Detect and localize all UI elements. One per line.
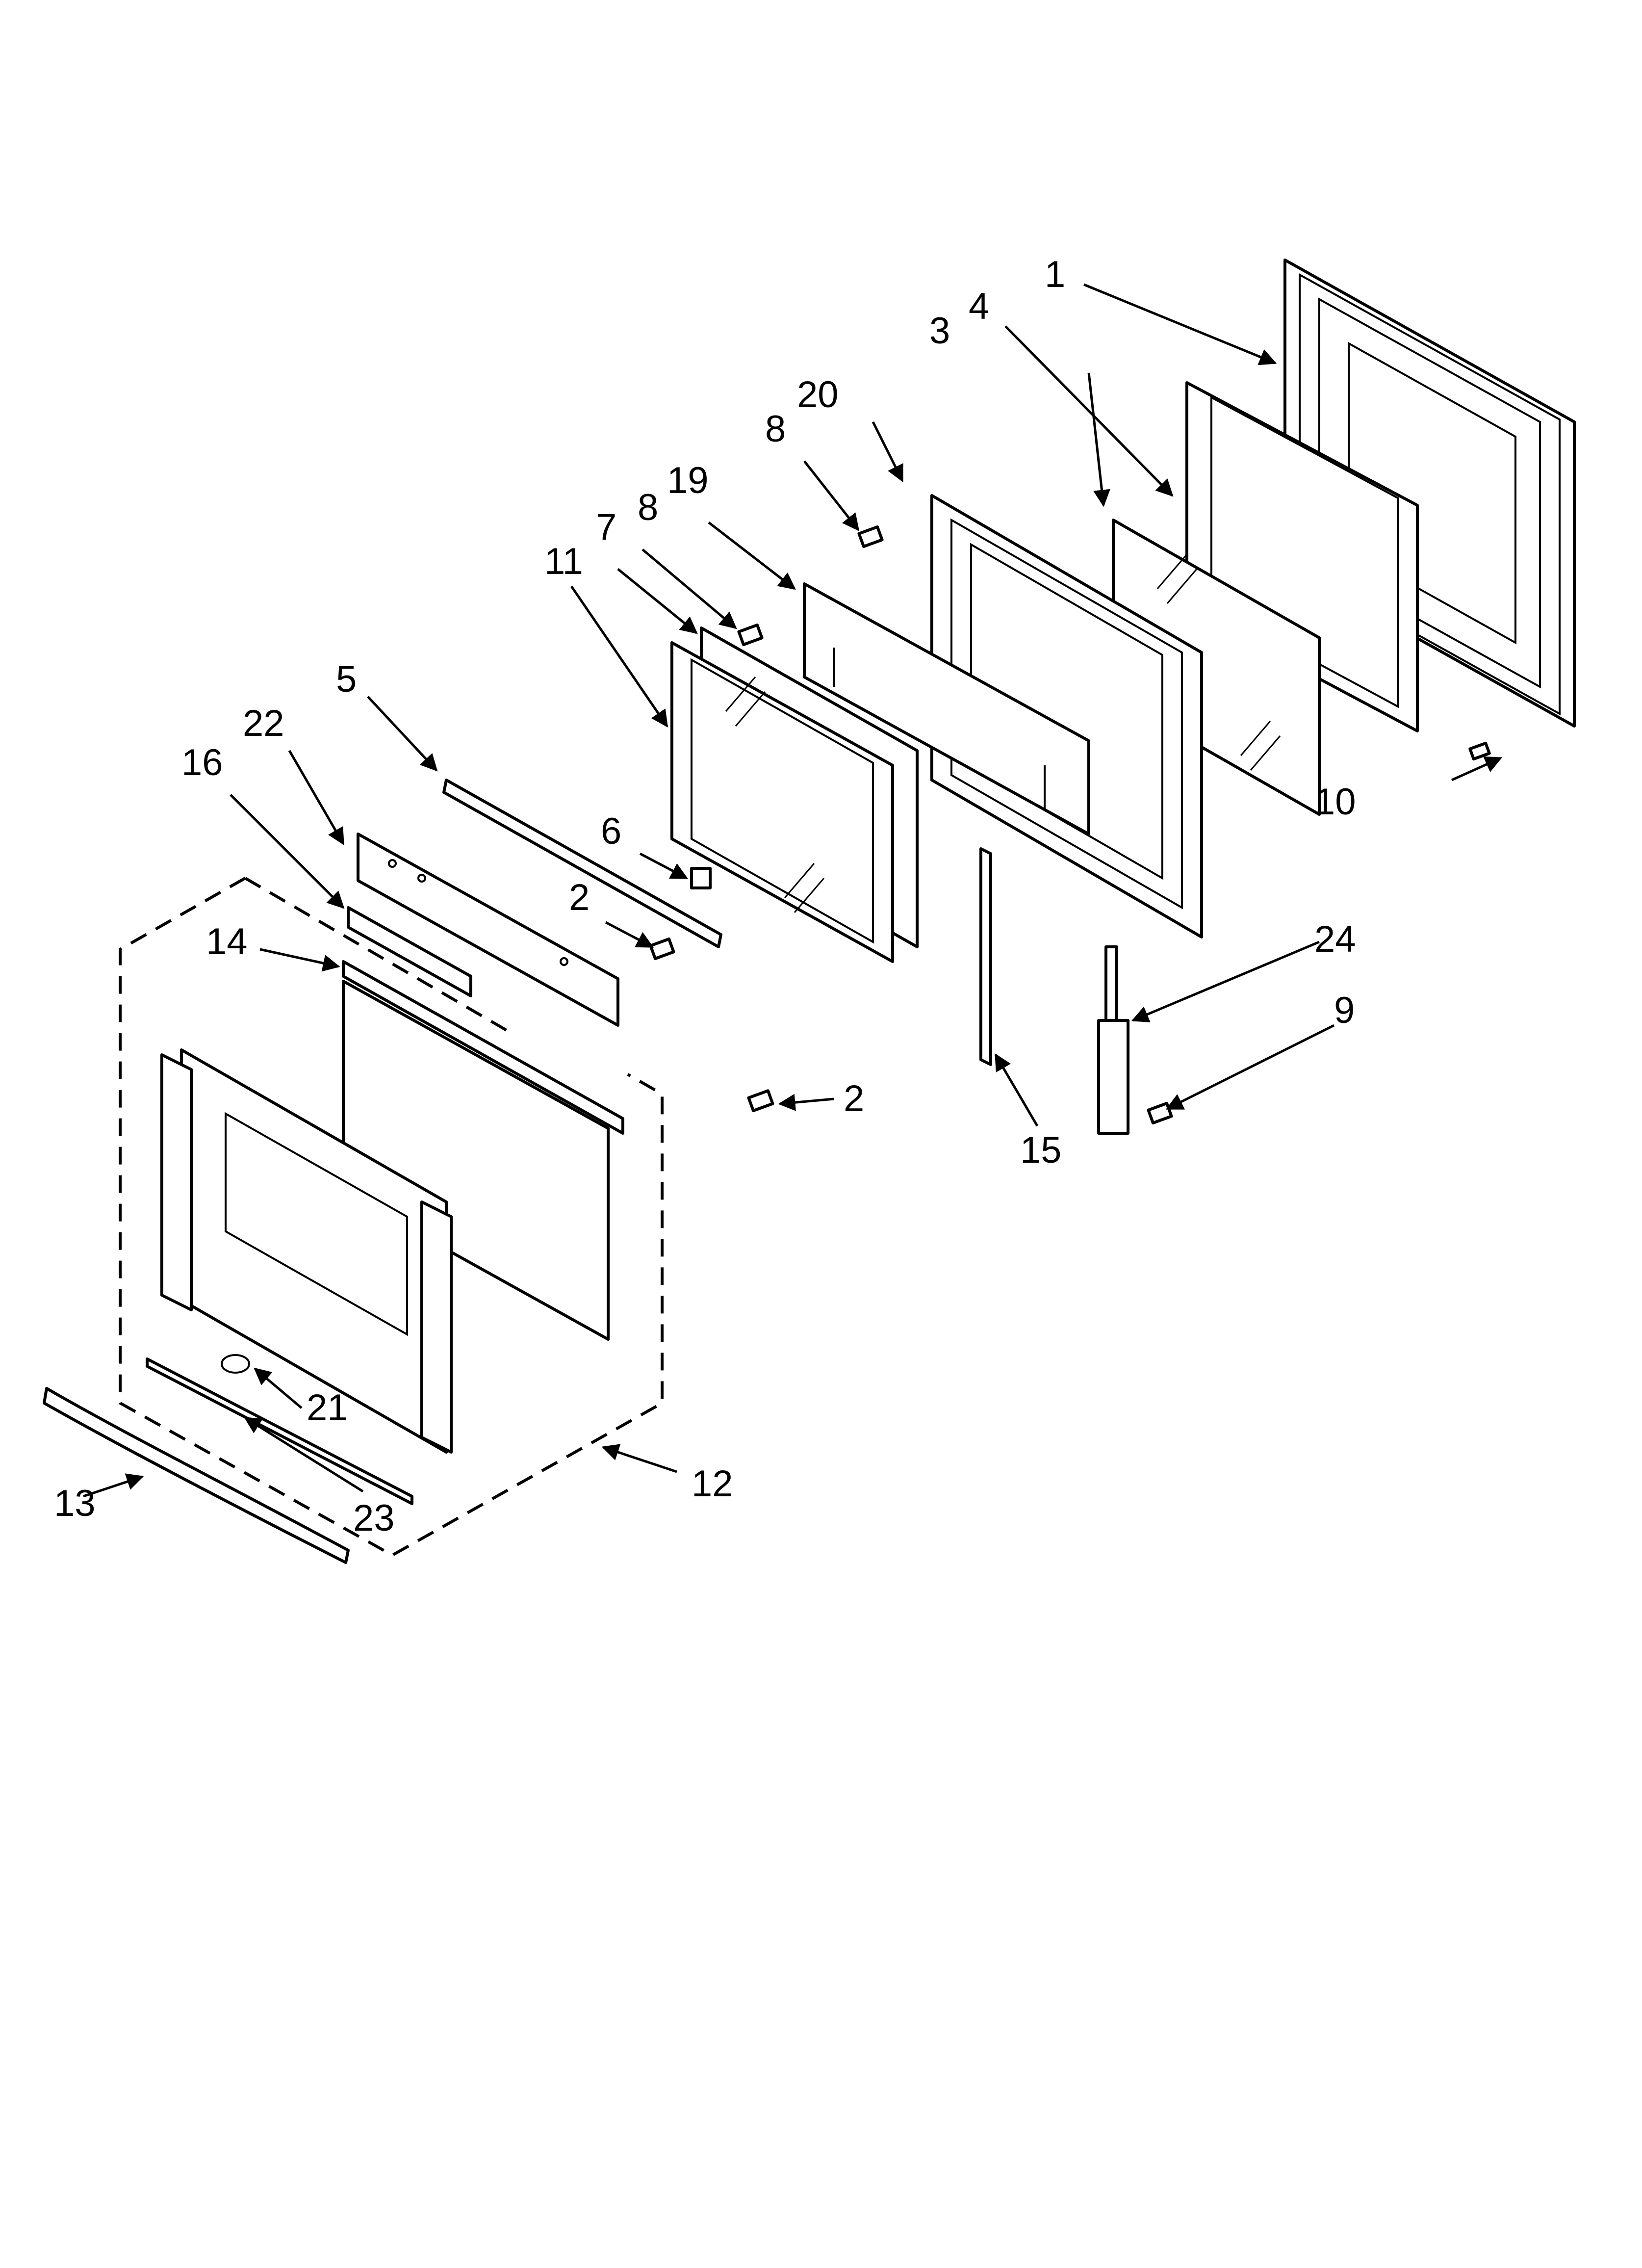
callout-22: 22 <box>243 703 284 744</box>
callout-8b: 8 <box>765 408 786 450</box>
part-23-trim-strip <box>146 1357 413 1505</box>
part-22-vent-panel <box>357 833 619 1027</box>
callout-13: 13 <box>54 1483 96 1524</box>
part-13-handle <box>43 1387 350 1564</box>
screw-icon-2b <box>747 1089 774 1112</box>
part-14-bracket <box>342 960 624 1135</box>
callout-6: 6 <box>601 810 621 852</box>
assembly-outline-12 <box>119 877 664 1557</box>
callout-12: 12 <box>692 1463 733 1505</box>
callout-24: 24 <box>1314 918 1356 960</box>
screw-icon-6 <box>690 867 712 889</box>
callout-8a: 8 <box>638 487 658 528</box>
part-19-baffle <box>803 582 1090 835</box>
screw-icon-2a <box>649 938 675 960</box>
screw-icon-9 <box>1147 1102 1173 1124</box>
callout-5: 5 <box>336 658 357 700</box>
part-16-channel <box>347 906 472 997</box>
part-24-hinge <box>1097 945 1129 1135</box>
part-15-hinge-bracket <box>979 847 992 1066</box>
callout-2a: 2 <box>569 877 590 918</box>
part-12-outer-door-panel <box>160 980 610 1454</box>
callout-3: 3 <box>929 310 950 352</box>
callout-19: 19 <box>667 460 709 501</box>
part-5-bar <box>442 779 722 948</box>
callout-9: 9 <box>1334 990 1355 1031</box>
callout-23: 23 <box>353 1497 395 1539</box>
callout-7: 7 <box>596 506 616 548</box>
callout-10: 10 <box>1314 781 1356 823</box>
callout-16: 16 <box>181 742 223 783</box>
callout-4: 4 <box>969 286 989 327</box>
callout-14: 14 <box>206 921 248 963</box>
screw-icon-8b <box>857 525 884 548</box>
callout-2b: 2 <box>844 1078 864 1120</box>
callout-20: 20 <box>797 374 839 416</box>
screw-icon-10 <box>1468 741 1491 761</box>
callout-21: 21 <box>307 1387 348 1429</box>
part-11-glass-frame <box>670 641 894 963</box>
leader-lines <box>83 283 1503 1498</box>
callout-11: 11 <box>544 541 583 582</box>
callout-15: 15 <box>1020 1129 1062 1171</box>
callout-1: 1 <box>1045 254 1065 295</box>
part-4-inner-frame <box>1185 381 1419 732</box>
screw-icon-8a <box>737 624 764 646</box>
